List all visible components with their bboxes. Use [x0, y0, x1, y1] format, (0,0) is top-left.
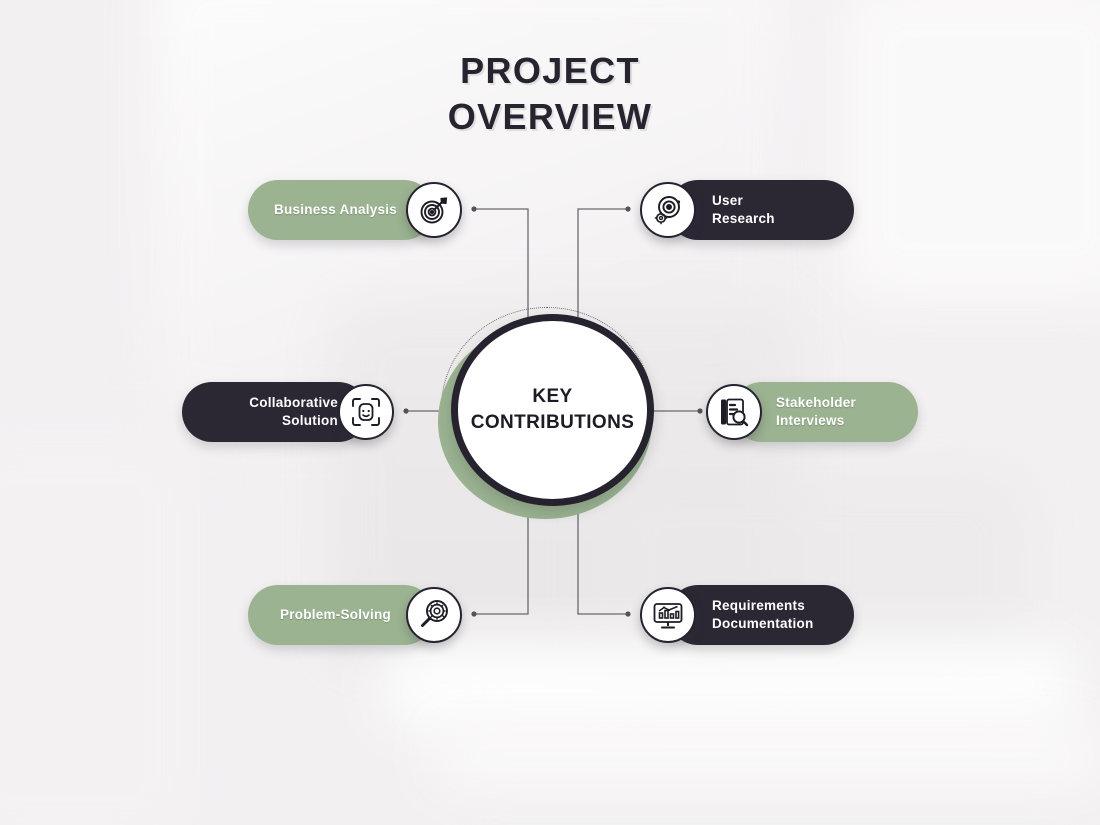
- background-shape: [380, 640, 1080, 730]
- node-collaborative-solution[interactable]: Collaborative Solution: [182, 382, 394, 442]
- node-label: User Research: [712, 193, 775, 226]
- background-shape: [840, 0, 1100, 300]
- monitor-chart-icon: [640, 587, 696, 643]
- node-pill[interactable]: Requirements Documentation: [668, 585, 854, 645]
- node-pill[interactable]: Collaborative Solution: [182, 382, 368, 442]
- node-pill[interactable]: User Research: [668, 180, 854, 240]
- node-label: Requirements Documentation: [712, 598, 814, 631]
- node-pill[interactable]: Business Analysis: [248, 180, 434, 240]
- node-user-research[interactable]: User Research: [640, 180, 854, 240]
- node-label: Business Analysis: [274, 202, 398, 217]
- document-search-icon: [706, 384, 762, 440]
- node-label: Stakeholder Interviews: [776, 395, 857, 428]
- background-shape: [0, 430, 200, 825]
- connector-user-research: [577, 208, 628, 318]
- connector-business-analysis: [474, 208, 529, 318]
- connector-problem-solving: [474, 505, 529, 615]
- node-requirements-documentation[interactable]: Requirements Documentation: [640, 585, 854, 645]
- page-title: PROJECT OVERVIEW: [447, 50, 653, 137]
- node-pill[interactable]: Problem-Solving: [248, 585, 434, 645]
- connector-endpoints: [403, 206, 703, 617]
- background-shape: [430, 720, 1100, 790]
- center-label: KEY CONTRIBUTIONS: [470, 386, 635, 433]
- node-business-analysis[interactable]: Business Analysis: [248, 180, 462, 240]
- node-label: Problem-Solving: [280, 607, 392, 622]
- connector-requirements-documentation: [577, 505, 628, 615]
- node-label: Collaborative Solution: [249, 395, 338, 428]
- magnifier-gear-icon: [406, 587, 462, 643]
- target-dart-icon: [406, 182, 462, 238]
- center-circle: KEY CONTRIBUTIONS: [451, 314, 654, 506]
- node-pill[interactable]: Stakeholder Interviews: [732, 382, 918, 442]
- face-scan-icon: [338, 384, 394, 440]
- node-stakeholder-interviews[interactable]: Stakeholder Interviews: [706, 382, 918, 442]
- center-hub[interactable]: KEY CONTRIBUTIONS: [438, 307, 668, 519]
- target-gear-icon: [640, 182, 696, 238]
- node-problem-solving[interactable]: Problem-Solving: [248, 585, 462, 645]
